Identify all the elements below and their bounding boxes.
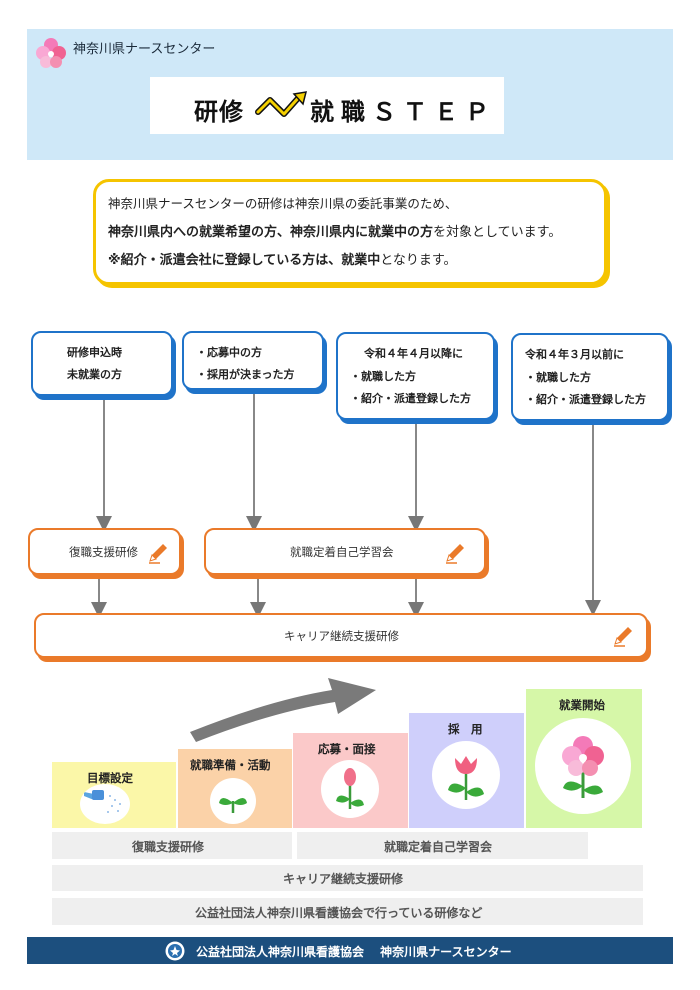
watering-can-icon (80, 784, 130, 824)
bar-reinstatement (52, 832, 292, 859)
page-title-left: 研修 (194, 98, 244, 126)
category-box-before-r4-march: 令和４年３月以前に ・就職した方 ・紹介・派遣登録した方 (511, 333, 669, 421)
notice-line-2-bold: 神奈川県内への就業希望の方、神奈川県内に就業中の方 (108, 225, 434, 240)
page-title-right: 就職ＳＴＥＰ (310, 98, 496, 126)
training-box-self-study (204, 528, 486, 575)
notice-line-1: 神奈川県ナースセンターの研修は神奈川県の委託事業のため、 (108, 196, 458, 211)
step-label: 目標設定 (87, 771, 133, 785)
category-box-after-r4-april: 令和４年４月以降に ・就職した方 ・紹介・派遣登録した方 (336, 332, 495, 420)
association-logo-icon (165, 941, 185, 961)
category-line: ・採用が決まった方 (196, 368, 295, 381)
pencil-icon (614, 627, 632, 647)
tulip-icon (432, 741, 500, 809)
notice-line-2: 神奈川県内への就業希望の方、神奈川県内に就業中の方を対象としています。 (108, 221, 561, 240)
notice-line-3-rest: となります。 (380, 253, 457, 268)
training-label-self-study: 就職定着自己学習会 (290, 545, 394, 559)
bar-association (52, 898, 643, 925)
bar-label-association: 公益社団法人神奈川県看護協会で行っている研修など (195, 906, 483, 920)
footer-text: 公益社団法人神奈川県看護協会 神奈川県ナースセンター (196, 945, 512, 959)
bar-label-career: キャリア継続支援研修 (283, 872, 404, 886)
category-line: ・応募中の方 (196, 346, 262, 359)
training-label-reinstatement: 復職支援研修 (69, 545, 138, 559)
category-line: ・紹介・派遣登録した方 (350, 392, 471, 405)
notice-line-2-rest: を対象としています。 (433, 225, 562, 240)
category-line: 令和４年３月以前に (525, 348, 624, 361)
category-line: ・就職した方 (350, 370, 416, 383)
category-line: 未就業の方 (67, 368, 122, 381)
step-label: 応募・面接 (318, 742, 376, 756)
step-label: 就職準備・活動 (190, 758, 271, 772)
notice-line-3-bold: ※紹介・派遣会社に登録している方は、就業中 (108, 253, 381, 268)
training-box-career (34, 613, 648, 658)
category-box-applying: ・応募中の方 ・採用が決まった方 (182, 331, 324, 390)
category-line: 研修申込時 (67, 346, 122, 359)
category-line: 令和４年４月以降に (364, 347, 463, 360)
flower-logo-icon (36, 38, 66, 68)
training-label-career: キャリア継続支援研修 (284, 629, 399, 643)
bud-flower-icon (321, 760, 379, 818)
blooming-flower-icon (535, 718, 631, 814)
sprout-icon (210, 778, 256, 824)
zigzag-arrow-icon (255, 91, 308, 117)
notice-box (93, 179, 607, 285)
pencil-icon (149, 544, 167, 564)
footer-band (27, 937, 673, 964)
bar-self-study (297, 832, 588, 859)
step-label: 就業開始 (559, 698, 605, 712)
org-name: 神奈川県ナースセンター (73, 42, 216, 57)
step-label: 採 用 (448, 722, 483, 736)
bar-career (52, 865, 643, 891)
title-box (150, 77, 504, 134)
bar-label-self-study: 就職定着自己学習会 (384, 840, 493, 854)
category-line: ・就職した方 (525, 371, 591, 384)
bar-label-reinstatement: 復職支援研修 (132, 840, 205, 854)
category-line: ・紹介・派遣登録した方 (525, 393, 646, 406)
pencil-icon (446, 544, 464, 564)
notice-line-3: ※紹介・派遣会社に登録している方は、就業中となります。 (108, 249, 457, 268)
category-box-unemployed: 研修申込時 未就業の方 (31, 331, 173, 396)
